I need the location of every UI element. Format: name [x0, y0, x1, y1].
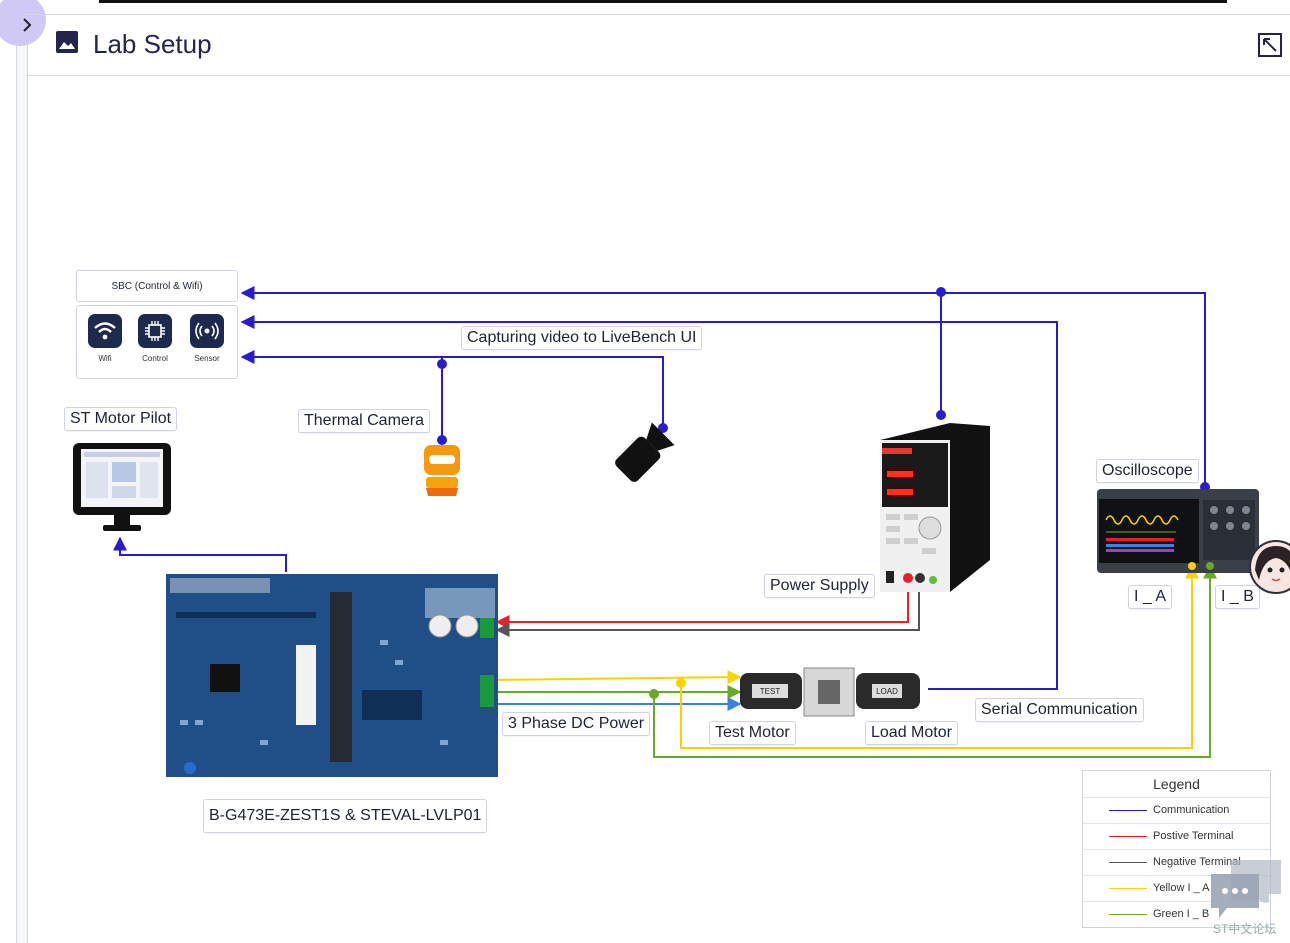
legend-swatch [1109, 862, 1147, 863]
sbc-title: SBC (Control & Wifi) [111, 280, 203, 292]
chat-icon[interactable] [1211, 860, 1283, 925]
motor-pilot-line [113, 536, 287, 572]
assistant-avatar[interactable] [1249, 540, 1290, 594]
sidebar-rail [16, 0, 28, 943]
video-camera-line [442, 356, 664, 428]
negative-line [495, 578, 920, 637]
sbc-title-box: SBC (Control & Wifi) [76, 270, 238, 302]
board-label: B-G473E-ZEST1S & STEVAL-LVLP01 [203, 799, 488, 833]
sensor-label: Sensor [194, 354, 220, 363]
legend-label: Negative Terminal [1153, 856, 1241, 868]
image-icon [56, 31, 78, 58]
legend-swatch [1109, 888, 1147, 889]
legend-item: Green I _ B [1083, 902, 1270, 927]
monitor-icon [73, 443, 171, 531]
legend-label: Postive Terminal [1153, 830, 1234, 842]
page-title: Lab Setup [93, 29, 212, 59]
legend-label: Communication [1153, 804, 1230, 816]
legend-title: Legend [1083, 771, 1270, 798]
test-motor-label: Test Motor [709, 721, 796, 745]
serial-communication-label: Serial Communication [975, 698, 1144, 722]
legend-label: Yellow I _ A [1153, 882, 1210, 894]
three-phase-label: 3 Phase DC Power [502, 712, 651, 736]
serial-comm-line [240, 315, 1058, 690]
probe-green-line [653, 564, 1217, 758]
sbc-item-control: Control [130, 314, 180, 363]
i-a-label: I _ A [1128, 585, 1173, 609]
top-bar [99, 0, 1227, 3]
chip-icon [138, 314, 172, 348]
sbc-item-wifi: Wifi [80, 314, 130, 363]
i-b-label: I _ B [1215, 585, 1260, 609]
legend: Legend Communication Postive Terminal Ne… [1082, 770, 1271, 928]
legend-item: Negative Terminal [1083, 850, 1270, 876]
legend-swatch [1109, 836, 1147, 837]
chevron-right-icon [20, 17, 34, 37]
thermal-camera-label: Thermal Camera [298, 409, 431, 433]
junction-dots [437, 287, 1210, 492]
power-supply-label: Power Supply [764, 574, 875, 598]
wifi-icon [88, 314, 122, 348]
panel-header: Lab Setup [26, 14, 1290, 76]
watermark: ST中文论坛 [1213, 922, 1277, 936]
oscilloscope-image [1097, 489, 1259, 573]
video-camera-icon [615, 422, 675, 482]
dev-board-image [166, 574, 498, 777]
legend-label: Green I _ B [1153, 908, 1210, 920]
legend-item: Yellow I _ A [1083, 876, 1270, 902]
legend-item: Communication [1083, 798, 1270, 824]
sensor-icon [190, 314, 224, 348]
positive-line [495, 578, 909, 629]
load-tag: LOAD [876, 687, 898, 696]
test-tag: TEST [760, 687, 781, 696]
control-label: Control [142, 354, 168, 363]
oscilloscope-label: Oscilloscope [1096, 459, 1199, 483]
sbc-item-sensor: Sensor [182, 314, 232, 363]
oscilloscope-comm-line [240, 286, 1206, 487]
probe-yellow-line [680, 564, 1199, 749]
legend-swatch [1109, 810, 1147, 811]
legend-swatch [1109, 914, 1147, 915]
load-motor-label: Load Motor [865, 721, 958, 745]
capturing-video-label: Capturing video to LiveBench UI [461, 326, 703, 350]
motor-assembly-image [740, 667, 920, 717]
phase-yellow-line [491, 670, 742, 685]
thermal-camera-icon [424, 445, 460, 496]
communication-lines [113, 286, 1206, 690]
expand-icon[interactable] [1258, 33, 1282, 62]
wifi-label: Wifi [98, 354, 112, 363]
power-supply-image [880, 423, 990, 592]
legend-item: Postive Terminal [1083, 824, 1270, 850]
sidebar-toggle-button[interactable] [0, 0, 46, 46]
st-motor-pilot-label: ST Motor Pilot [64, 407, 178, 431]
sbc-panel: Wifi Control Sensor [76, 305, 238, 379]
